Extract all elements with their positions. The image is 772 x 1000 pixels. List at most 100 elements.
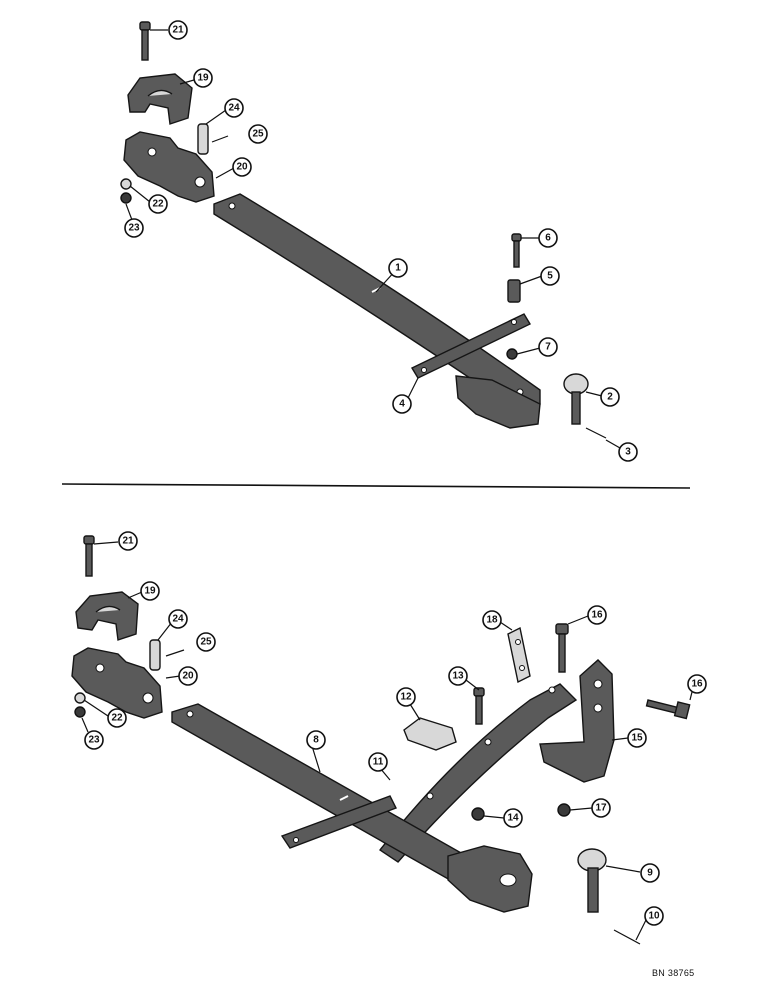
svg-text:17: 17 — [595, 803, 607, 814]
bracket-15 — [539, 659, 615, 783]
callout-1: 1 — [388, 258, 408, 278]
washer-22-bottom — [74, 692, 86, 704]
pin-24-bottom — [149, 639, 161, 671]
svg-text:12: 12 — [400, 692, 412, 703]
callout-6: 6 — [538, 228, 558, 248]
svg-text:25: 25 — [252, 129, 264, 140]
section-divider — [61, 483, 691, 489]
svg-text:7: 7 — [545, 342, 551, 353]
callout-12: 12 — [396, 687, 416, 707]
callout-19-top: 19 — [193, 68, 213, 88]
svg-text:23: 23 — [88, 735, 100, 746]
offset-drawbar-11 — [378, 683, 578, 863]
cotter-25-top — [211, 135, 229, 143]
callout-23-bottom: 23 — [84, 730, 104, 750]
svg-text:5: 5 — [547, 271, 553, 282]
bolt-16-horizontal — [645, 699, 691, 720]
svg-text:13: 13 — [452, 671, 464, 682]
svg-text:15: 15 — [631, 733, 643, 744]
callout-24-top: 24 — [224, 98, 244, 118]
callout-21-top: 21 — [168, 20, 188, 40]
cross-bar-4 — [411, 313, 531, 379]
bolt-16-vertical — [555, 623, 569, 673]
callout-2: 2 — [600, 387, 620, 407]
callout-16-right: 16 — [687, 674, 707, 694]
washer-22-top — [120, 178, 132, 190]
nut-23-top — [120, 192, 132, 204]
bolt-21-top — [139, 21, 151, 61]
svg-text:2: 2 — [607, 392, 613, 403]
callout-22-top: 22 — [148, 194, 168, 214]
bracket-20-top — [123, 131, 215, 203]
callout-25-top: 25 — [248, 124, 268, 144]
svg-text:3: 3 — [625, 447, 631, 458]
nut-14 — [471, 807, 485, 821]
hitch-clevis-top — [455, 375, 541, 429]
figure-reference-code: BN 38765 — [652, 968, 695, 978]
callout-25-bottom: 25 — [196, 632, 216, 652]
callout-20-bottom: 20 — [178, 666, 198, 686]
cotter-10 — [613, 929, 641, 945]
svg-text:8: 8 — [313, 735, 319, 746]
callout-7: 7 — [538, 337, 558, 357]
callout-17: 17 — [591, 798, 611, 818]
callout-10: 10 — [644, 906, 664, 926]
callout-11: 11 — [368, 752, 388, 772]
svg-text:10: 10 — [648, 911, 660, 922]
svg-text:22: 22 — [111, 713, 123, 724]
svg-text:21: 21 — [172, 25, 184, 36]
svg-text:19: 19 — [197, 73, 209, 84]
cotter-25-bottom — [165, 649, 185, 657]
callout-8: 8 — [306, 730, 326, 750]
callout-22-bottom: 22 — [107, 708, 127, 728]
clamp-cap-19-top — [127, 73, 193, 125]
cotter-3 — [585, 427, 607, 439]
bolt-21-bottom — [83, 535, 95, 577]
svg-text:19: 19 — [144, 586, 156, 597]
svg-text:16: 16 — [691, 679, 703, 690]
svg-text:16: 16 — [591, 610, 603, 621]
plate-18 — [507, 626, 531, 684]
callout-18: 18 — [482, 610, 502, 630]
callout-15: 15 — [627, 728, 647, 748]
svg-text:21: 21 — [122, 536, 134, 547]
callout-19-bottom: 19 — [140, 581, 160, 601]
callout-16-upper: 16 — [587, 605, 607, 625]
nut-17 — [557, 803, 571, 817]
callout-23-top: 23 — [124, 218, 144, 238]
bracket-20-bottom — [71, 647, 163, 719]
svg-text:18: 18 — [486, 615, 498, 626]
cross-bar-bottom — [280, 795, 397, 849]
svg-text:6: 6 — [545, 233, 551, 244]
bottom-assembly: 21 19 24 25 20 22 23 18 16 13 16 12 15 8… — [71, 531, 707, 945]
callout-20-top: 20 — [232, 157, 252, 177]
callout-13: 13 — [448, 666, 468, 686]
callout-5: 5 — [540, 266, 560, 286]
svg-text:11: 11 — [373, 757, 384, 768]
callout-14: 14 — [503, 808, 523, 828]
nut-7 — [506, 348, 518, 360]
svg-text:20: 20 — [236, 162, 248, 173]
svg-text:1: 1 — [395, 263, 401, 274]
clip-12 — [403, 717, 457, 751]
clamp-cap-19-bottom — [75, 591, 139, 641]
svg-text:24: 24 — [228, 103, 240, 114]
callout-9: 9 — [640, 863, 660, 883]
callout-24-bottom: 24 — [168, 609, 188, 629]
callout-21-bottom: 21 — [118, 531, 138, 551]
svg-text:25: 25 — [200, 637, 212, 648]
svg-text:14: 14 — [507, 813, 519, 824]
svg-text:4: 4 — [399, 399, 405, 410]
hitch-clevis-bottom — [447, 845, 533, 913]
bolt-13 — [473, 687, 485, 725]
svg-text:23: 23 — [128, 223, 140, 234]
callout-3: 3 — [618, 442, 638, 462]
callout-4: 4 — [392, 394, 412, 414]
pin-24-top — [197, 123, 209, 155]
svg-text:20: 20 — [182, 671, 194, 682]
bolt-6 — [511, 233, 522, 268]
svg-text:9: 9 — [647, 868, 653, 879]
hitch-pin-9 — [577, 848, 607, 913]
nut-23-bottom — [74, 706, 86, 718]
